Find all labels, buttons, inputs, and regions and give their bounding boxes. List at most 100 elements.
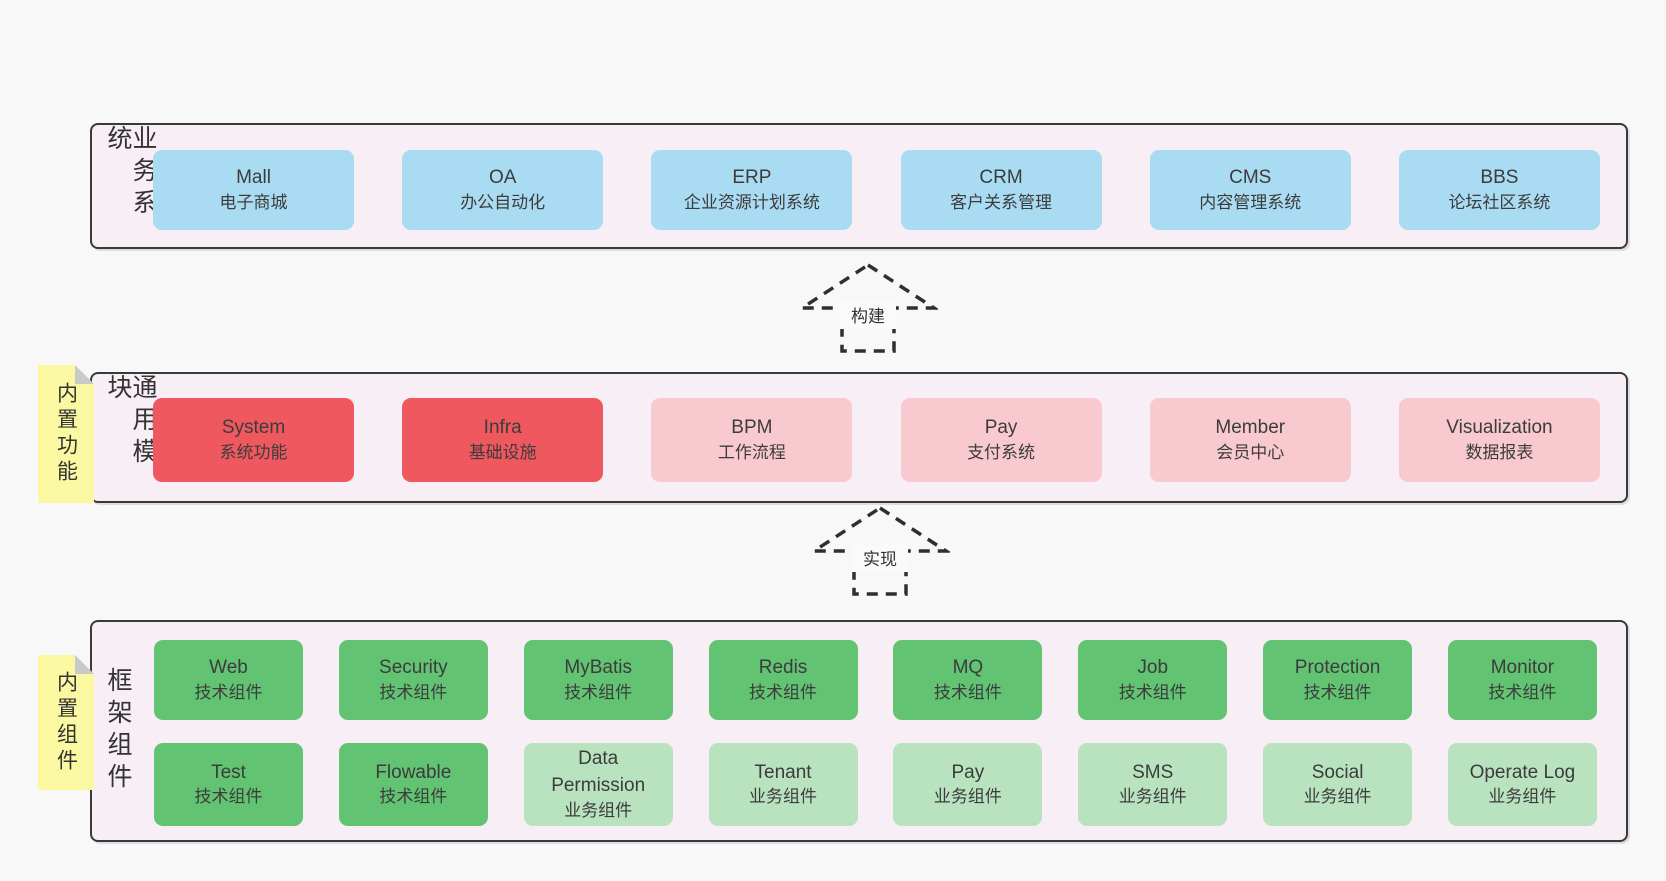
- box-test: Test 技术组件: [154, 743, 303, 826]
- section-business-label-text: 业务系统: [104, 125, 157, 221]
- box-flowable: Flowable 技术组件: [338, 743, 488, 826]
- box-mq-name: MQ: [952, 657, 984, 679]
- box-protection-name: Protection: [1294, 657, 1381, 679]
- box-tenant-desc: 业务组件: [749, 787, 818, 807]
- box-bbs-desc: 论坛社区系统: [1448, 192, 1551, 212]
- box-job-desc: 技术组件: [1118, 682, 1187, 702]
- box-operate-log: Operate Log 业务组件: [1447, 743, 1597, 826]
- box-cms-name: CMS: [1229, 167, 1272, 189]
- box-mq: MQ 技术组件: [893, 640, 1043, 720]
- box-test-name: Test: [211, 761, 246, 783]
- box-mybatis-desc: 技术组件: [564, 682, 633, 702]
- framework-row-1: Web 技术组件 Security 技术组件 MyBatis 技术组件 Redi…: [154, 640, 1597, 720]
- box-tenant-name: Tenant: [754, 761, 812, 783]
- box-job-name: Job: [1137, 657, 1169, 679]
- box-redis-name: Redis: [758, 657, 808, 679]
- box-bpm-desc: 工作流程: [717, 442, 786, 462]
- box-security-desc: 技术组件: [379, 682, 448, 702]
- sticky-note-built-in-components: 内置组件: [38, 655, 94, 790]
- box-system-name: System: [221, 417, 286, 439]
- section-modules-label: 通用模块: [104, 374, 157, 501]
- box-security-name: Security: [379, 657, 448, 679]
- arrow-implement: 实现: [810, 505, 950, 596]
- box-infra: Infra 基础设施: [402, 398, 604, 482]
- box-data-permission-name: Data Permission: [551, 748, 646, 797]
- box-web: Web 技术组件: [154, 640, 303, 720]
- box-data-permission-desc: 业务组件: [564, 800, 633, 820]
- box-erp-name: ERP: [732, 167, 772, 189]
- box-visualization-desc: 数据报表: [1465, 442, 1534, 462]
- box-cms: CMS 内容管理系统: [1149, 150, 1351, 230]
- section-common-modules: 通用模块 System 系统功能 Infra 基础设施 BPM 工作流程 Pay…: [90, 372, 1628, 503]
- framework-row-2: Test 技术组件 Flowable 技术组件 Data Permission …: [154, 743, 1597, 826]
- box-redis-desc: 技术组件: [749, 682, 818, 702]
- box-redis: Redis 技术组件: [708, 640, 858, 720]
- box-member-name: Member: [1215, 417, 1286, 439]
- section-framework-label-text: 框架组件: [104, 667, 132, 795]
- box-member-desc: 会员中心: [1216, 442, 1285, 462]
- box-web-name: Web: [209, 657, 248, 679]
- box-flowable-name: Flowable: [375, 761, 452, 783]
- box-infra-desc: 基础设施: [468, 442, 537, 462]
- box-monitor-name: Monitor: [1490, 657, 1555, 679]
- box-pay-module-name: Pay: [984, 417, 1018, 439]
- sticky-note-built-in-features-text: 内置功能: [54, 382, 78, 486]
- box-operate-log-desc: 业务组件: [1488, 787, 1557, 807]
- box-data-permission: Data Permission 业务组件: [523, 743, 673, 826]
- box-social: Social 业务组件: [1263, 743, 1413, 826]
- box-tenant: Tenant 业务组件: [708, 743, 858, 826]
- box-bpm: BPM 工作流程: [651, 398, 853, 482]
- box-infra-name: Infra: [483, 417, 522, 439]
- section-framework-components: 框架组件 Web 技术组件 Security 技术组件 MyBatis 技术组件…: [90, 620, 1628, 842]
- box-social-name: Social: [1311, 761, 1364, 783]
- box-job: Job 技术组件: [1078, 640, 1228, 720]
- sticky-note-built-in-components-text: 内置组件: [54, 670, 78, 775]
- arrow-build-outline: [798, 262, 938, 353]
- sticky-note-built-in-features: 内置功能: [38, 365, 94, 503]
- box-bpm-name: BPM: [731, 417, 773, 439]
- box-pay-module: Pay 支付系统: [900, 398, 1102, 482]
- box-mall: Mall 电子商城: [153, 150, 354, 230]
- box-operate-log-name: Operate Log: [1469, 761, 1576, 783]
- arrow-build-label: 构建: [851, 307, 885, 326]
- box-bbs-name: BBS: [1480, 167, 1519, 189]
- section-business-label: 业务系统: [104, 125, 157, 247]
- arrow-build: 构建: [798, 262, 938, 353]
- box-pay-component: Pay 业务组件: [893, 743, 1043, 826]
- sticky-note-fold-icon: [75, 655, 94, 674]
- section-framework-label: 框架组件: [104, 622, 132, 840]
- box-visualization: Visualization 数据报表: [1398, 398, 1600, 482]
- box-protection-desc: 技术组件: [1303, 682, 1372, 702]
- box-crm-desc: 客户关系管理: [950, 192, 1053, 212]
- box-oa-desc: 办公自动化: [460, 192, 546, 212]
- modules-boxes-row: System 系统功能 Infra 基础设施 BPM 工作流程 Pay 支付系统…: [153, 398, 1600, 482]
- box-member: Member 会员中心: [1149, 398, 1351, 482]
- box-pay-module-desc: 支付系统: [967, 442, 1036, 462]
- sticky-note-fold-icon: [75, 365, 94, 384]
- box-oa-name: OA: [488, 167, 517, 189]
- box-test-desc: 技术组件: [194, 787, 263, 807]
- arrow-implement-label-bg: [852, 545, 908, 572]
- box-pay-component-name: Pay: [951, 761, 985, 783]
- arrow-implement-label: 实现: [863, 550, 897, 569]
- box-mall-name: Mall: [236, 167, 271, 189]
- box-bbs: BBS 论坛社区系统: [1398, 150, 1600, 230]
- box-erp-desc: 企业资源计划系统: [683, 192, 820, 212]
- box-pay-component-desc: 业务组件: [933, 787, 1002, 807]
- box-sms-name: SMS: [1132, 761, 1174, 783]
- section-modules-label-text: 通用模块: [104, 374, 157, 470]
- box-flowable-desc: 技术组件: [379, 787, 448, 807]
- box-crm: CRM 客户关系管理: [900, 150, 1102, 230]
- box-cms-desc: 内容管理系统: [1199, 192, 1302, 212]
- box-monitor: Monitor 技术组件: [1447, 640, 1597, 720]
- box-mybatis-name: MyBatis: [564, 657, 632, 679]
- box-monitor-desc: 技术组件: [1488, 682, 1557, 702]
- box-crm-name: CRM: [979, 167, 1023, 189]
- arrow-build-label-bg: [840, 302, 896, 329]
- box-web-desc: 技术组件: [194, 682, 263, 702]
- box-mq-desc: 技术组件: [933, 682, 1002, 702]
- box-mybatis: MyBatis 技术组件: [523, 640, 673, 720]
- box-sms-desc: 业务组件: [1118, 787, 1187, 807]
- box-erp: ERP 企业资源计划系统: [651, 150, 853, 230]
